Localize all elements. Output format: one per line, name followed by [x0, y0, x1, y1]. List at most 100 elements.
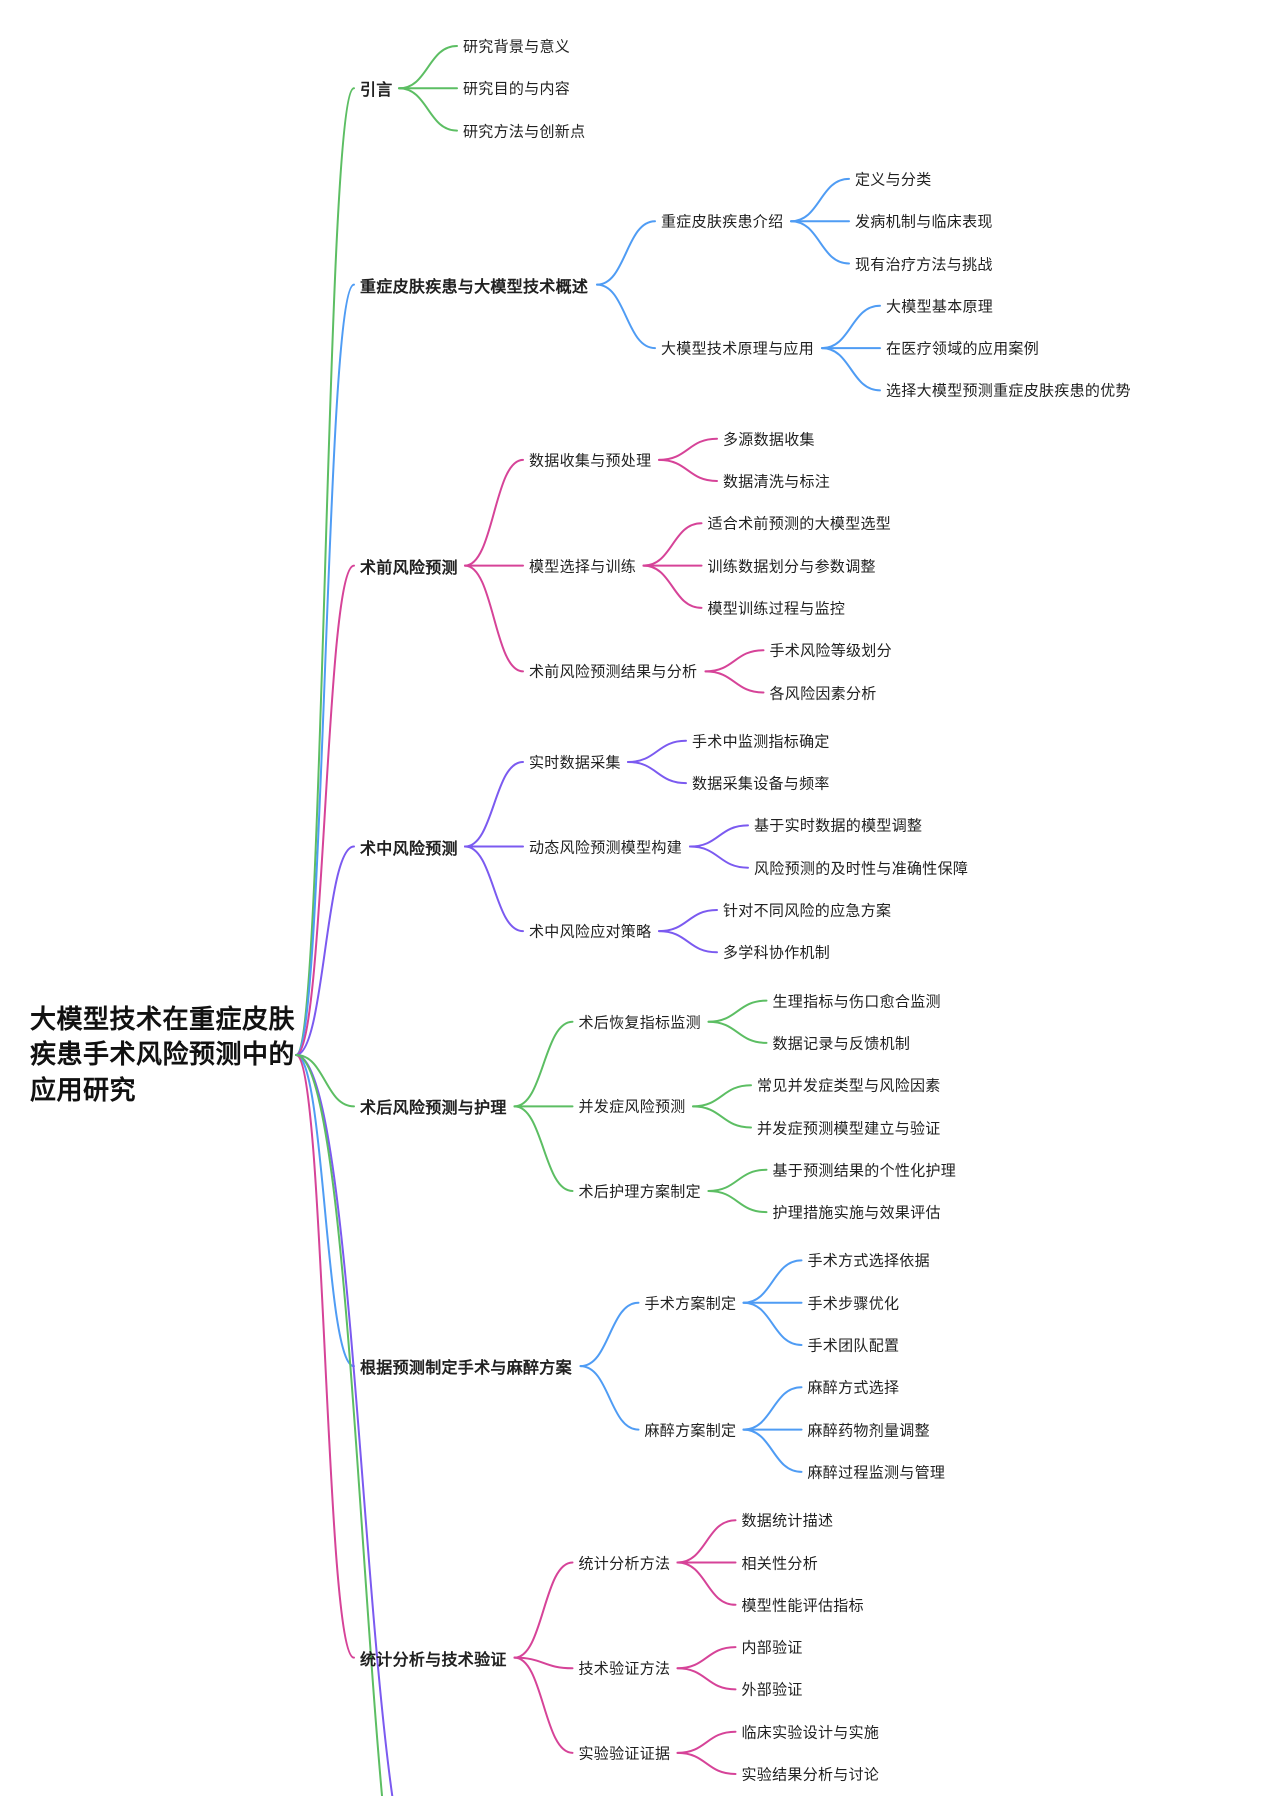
- subtopic-node[interactable]: 基于实时数据的模型调整: [754, 817, 923, 835]
- subtopic-node[interactable]: 手术步骤优化: [807, 1295, 900, 1313]
- branch-link: [513, 1656, 574, 1754]
- subtopic-node[interactable]: 护理措施实施与效果评估: [772, 1204, 941, 1222]
- branch-link: [707, 999, 768, 1023]
- subtopic-node[interactable]: 麻醉方式选择: [807, 1379, 900, 1397]
- branch-link: [676, 1751, 737, 1775]
- subtopic-node[interactable]: 内部验证: [741, 1639, 803, 1657]
- subtopic-node[interactable]: 基于预测结果的个性化护理: [772, 1162, 957, 1180]
- branch-link: [707, 1189, 768, 1214]
- subtopic-node[interactable]: 手术风险等级划分: [769, 642, 892, 660]
- branch-link: [295, 845, 355, 1056]
- topic-node[interactable]: 术中风险应对策略: [529, 923, 652, 941]
- subtopic-node[interactable]: 选择大模型预测重症皮肤疾患的优势: [886, 382, 1131, 400]
- topic-node[interactable]: 研究目的与内容: [463, 80, 571, 98]
- subtopic-node[interactable]: 手术方式选择依据: [807, 1252, 930, 1270]
- topic-node[interactable]: 统计分析方法: [578, 1555, 671, 1572]
- branch-link: [295, 283, 355, 1056]
- branch-link: [676, 1646, 737, 1670]
- topic-node[interactable]: 模型选择与训练: [529, 558, 637, 576]
- branch-link: [704, 649, 765, 673]
- subtopic-node[interactable]: 并发症预测模型建立与验证: [757, 1120, 941, 1137]
- topic-node[interactable]: 研究方法与创新点: [463, 123, 586, 141]
- branch-link: [742, 1428, 803, 1473]
- subtopic-node[interactable]: 针对不同风险的应急方案: [723, 902, 892, 920]
- subtopic-node[interactable]: 各风险因素分析: [769, 685, 877, 702]
- branch-link: [295, 87, 355, 1056]
- branch-link: [642, 522, 703, 567]
- branch-link: [704, 670, 765, 694]
- topic-node[interactable]: 数据收集与预处理: [529, 452, 652, 470]
- branch-node[interactable]: 重症皮肤疾患与大模型技术概述: [360, 278, 589, 296]
- branch-link: [790, 220, 850, 265]
- subtopic-node[interactable]: 外部验证: [741, 1681, 803, 1699]
- branch-node[interactable]: 引言: [360, 82, 393, 100]
- subtopic-node[interactable]: 数据清洗与标注: [723, 473, 831, 491]
- topic-node[interactable]: 重症皮肤疾患介绍: [661, 213, 784, 231]
- subtopic-node[interactable]: 数据统计描述: [741, 1512, 834, 1530]
- topic-node[interactable]: 实时数据采集: [529, 754, 621, 772]
- branch-link: [692, 1084, 752, 1108]
- subtopic-node[interactable]: 适合术前预测的大模型选型: [707, 515, 892, 533]
- root-node[interactable]: 大模型技术在重症皮肤疾患手术风险预测中的应用研究: [30, 1003, 296, 1105]
- branch-link: [658, 930, 718, 954]
- branch-link: [627, 739, 687, 763]
- branch-link: [513, 1020, 574, 1108]
- topic-node[interactable]: 术前风险预测结果与分析: [529, 663, 698, 681]
- branch-link: [658, 458, 718, 482]
- subtopic-node[interactable]: 多源数据收集: [723, 431, 815, 449]
- topic-node[interactable]: 并发症风险预测: [578, 1098, 686, 1116]
- topic-node[interactable]: 术后护理方案制定: [578, 1183, 701, 1201]
- subtopic-node[interactable]: 临床实验设计与实施: [741, 1724, 880, 1742]
- subtopic-node[interactable]: 发病机制与临床表现: [855, 213, 993, 231]
- topic-node[interactable]: 手术方案制定: [644, 1295, 737, 1313]
- subtopic-node[interactable]: 在医疗领域的应用案例: [886, 340, 1040, 358]
- branch-link: [579, 1365, 640, 1431]
- subtopic-node[interactable]: 实验结果分析与讨论: [741, 1766, 880, 1784]
- subtopic-node[interactable]: 现有治疗方法与挑战: [855, 256, 993, 273]
- branch-link: [658, 909, 718, 933]
- subtopic-node[interactable]: 手术中监测指标确定: [692, 733, 830, 751]
- topic-node[interactable]: 麻醉方案制定: [644, 1422, 737, 1440]
- subtopic-node[interactable]: 生理指标与伤口愈合监测: [772, 993, 941, 1011]
- subtopic-node[interactable]: 数据记录与反馈机制: [772, 1035, 911, 1053]
- topic-node[interactable]: 技术验证方法: [578, 1660, 671, 1678]
- branch-link: [464, 564, 524, 673]
- subtopic-node[interactable]: 定义与分类: [855, 171, 932, 189]
- subtopic-node[interactable]: 常见并发症类型与风险因素: [757, 1077, 941, 1095]
- topic-node[interactable]: 研究背景与意义: [463, 38, 571, 56]
- branch-node[interactable]: 术前风险预测: [360, 559, 458, 577]
- topic-node[interactable]: 动态风险预测模型构建: [529, 839, 683, 857]
- branch-link: [676, 1519, 737, 1564]
- branch-link: [676, 1730, 737, 1754]
- topic-node[interactable]: 实验验证证据: [578, 1745, 671, 1763]
- subtopic-node[interactable]: 相关性分析: [741, 1555, 819, 1572]
- branch-link: [579, 1301, 640, 1368]
- branch-node[interactable]: 术后风险预测与护理: [360, 1100, 507, 1118]
- branch-node[interactable]: 术中风险预测: [360, 840, 458, 858]
- branch-node[interactable]: 根据预测制定手术与麻醉方案: [360, 1360, 572, 1378]
- branch-link: [707, 1020, 768, 1044]
- subtopic-node[interactable]: 大模型基本原理: [886, 298, 994, 316]
- branch-link: [295, 564, 355, 1056]
- branch-link: [295, 1054, 355, 1108]
- subtopic-node[interactable]: 模型训练过程与监控: [707, 600, 846, 618]
- subtopic-node[interactable]: 手术团队配置: [807, 1337, 900, 1355]
- subtopic-node[interactable]: 麻醉药物剂量调整: [807, 1422, 930, 1440]
- subtopic-node[interactable]: 数据采集设备与频率: [692, 775, 830, 793]
- subtopic-node[interactable]: 风险预测的及时性与准确性保障: [754, 860, 969, 878]
- branch-link: [596, 220, 656, 286]
- branch-node[interactable]: 统计分析与技术验证: [360, 1651, 507, 1669]
- branch-link: [742, 1301, 803, 1346]
- subtopic-node[interactable]: 模型性能评估指标: [741, 1597, 864, 1615]
- subtopic-node[interactable]: 麻醉过程监测与管理: [807, 1464, 946, 1482]
- topic-node[interactable]: 大模型技术原理与应用: [661, 340, 815, 358]
- subtopic-node[interactable]: 多学科协作机制: [723, 944, 831, 962]
- topic-node[interactable]: 术后恢复指标监测: [578, 1014, 701, 1032]
- branch-link: [596, 283, 656, 350]
- branch-link: [513, 1561, 574, 1659]
- branch-link: [676, 1561, 737, 1606]
- branch-link: [513, 1656, 574, 1670]
- subtopic-node[interactable]: 训练数据划分与参数调整: [707, 558, 876, 576]
